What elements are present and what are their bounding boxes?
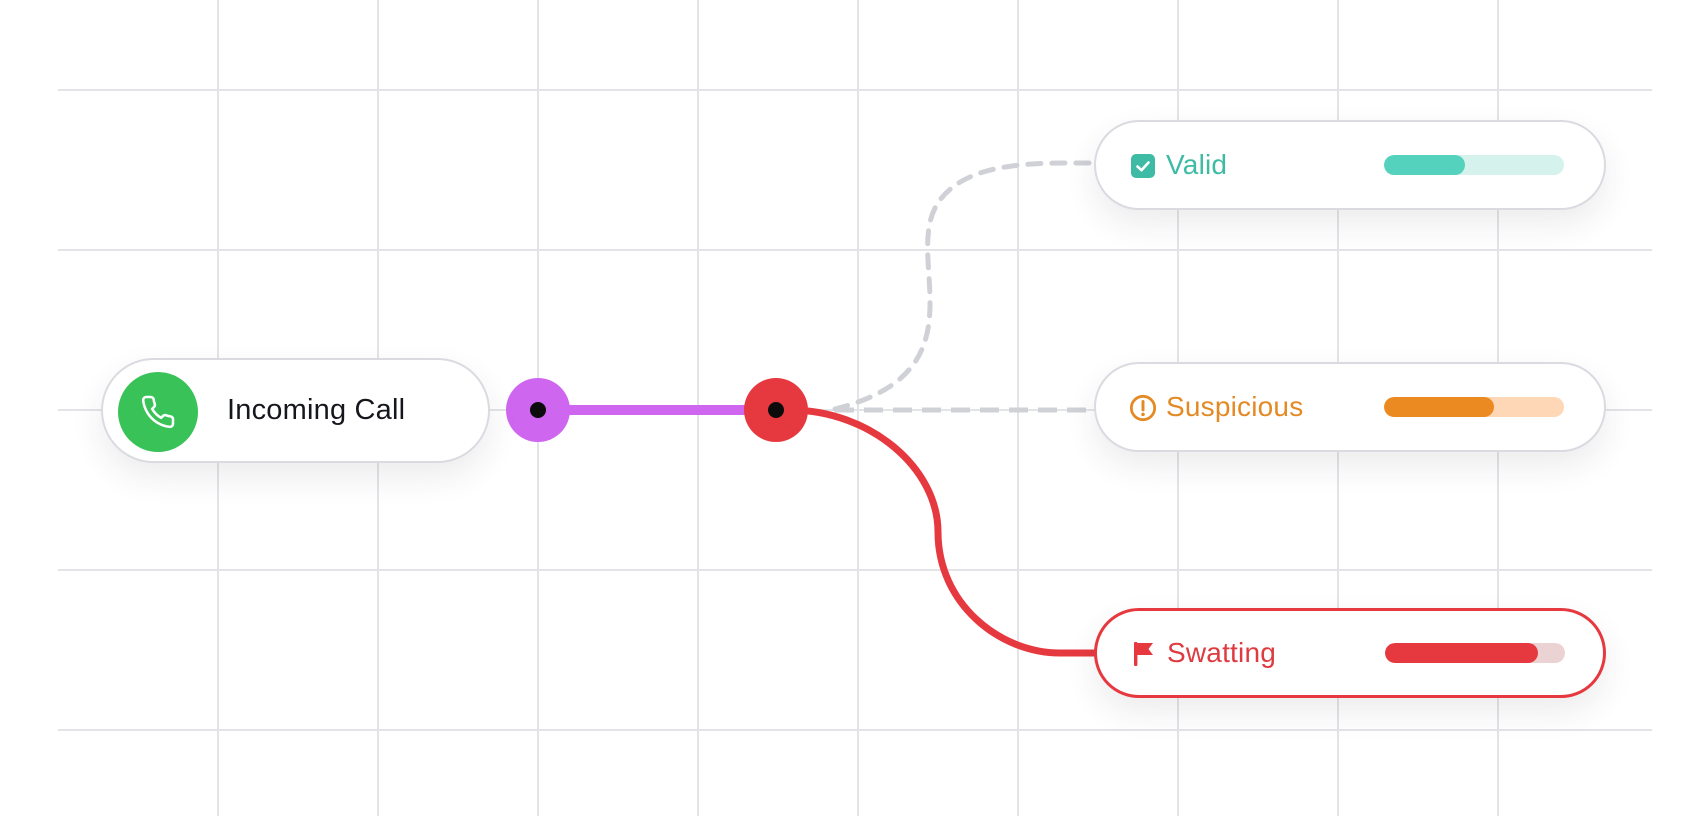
alert-circle-icon (1129, 394, 1157, 422)
score-bar-valid (1384, 155, 1564, 175)
outcome-label-swatting: Swatting (1167, 637, 1276, 668)
phone-badge (118, 372, 198, 452)
outcome-label-valid: Valid (1166, 149, 1228, 180)
outcome-label-suspicious: Suspicious (1166, 391, 1304, 422)
flag-icon (1130, 640, 1158, 668)
phone-icon (141, 395, 175, 429)
connector-swatting (786, 406, 1100, 657)
outcome-node-valid[interactable]: Valid (1094, 120, 1606, 210)
outcome-node-suspicious[interactable]: Suspicious (1094, 362, 1606, 452)
router-port[interactable] (744, 378, 808, 442)
outcome-node-swatting[interactable]: Swatting (1094, 608, 1606, 698)
source-output-port[interactable] (506, 378, 570, 442)
score-bar-fill-swatting (1385, 643, 1538, 663)
check-square-icon (1129, 152, 1157, 180)
incoming-call-node[interactable]: Incoming Call (101, 358, 490, 463)
score-bar-fill-valid (1384, 155, 1465, 175)
score-bar-suspicious (1384, 397, 1564, 417)
score-bar-swatting (1385, 643, 1565, 663)
connector-valid (832, 160, 1098, 412)
score-bar-fill-suspicious (1384, 397, 1494, 417)
incoming-call-label: Incoming Call (227, 394, 406, 426)
